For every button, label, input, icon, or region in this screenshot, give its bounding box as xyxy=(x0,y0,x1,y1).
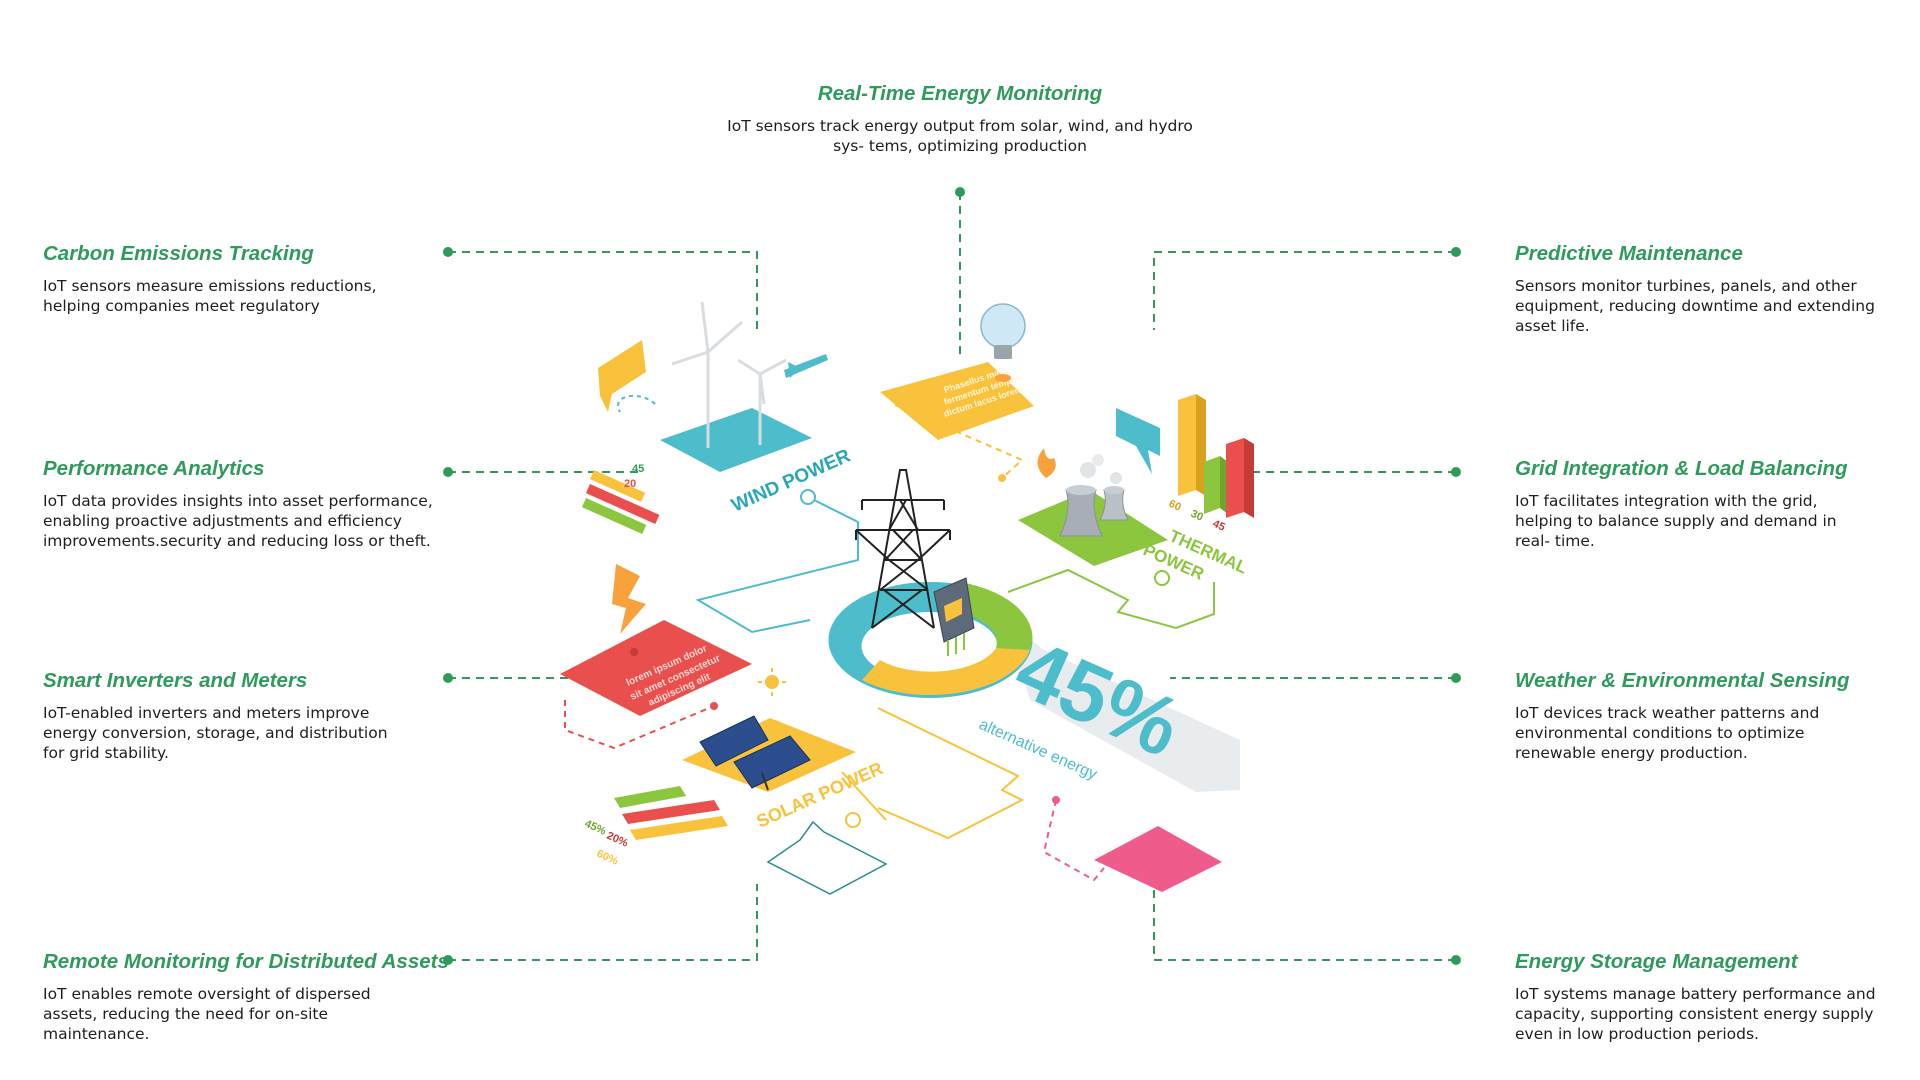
wind-bar xyxy=(585,484,660,525)
callout-title: Remote Monitoring for Distributed Assets xyxy=(43,950,449,973)
callout-description: IoT systems manage battery performance a… xyxy=(1515,985,1876,1043)
connector-remote xyxy=(448,884,758,961)
thermal-power-section: THERMAL POWER 60 30 45 xyxy=(1018,394,1254,584)
callout-title: Carbon Emissions Tracking xyxy=(43,242,314,265)
node-dot xyxy=(1052,796,1060,804)
thermal-bar xyxy=(1226,438,1244,518)
solar-bar-value: 20% xyxy=(605,830,630,850)
thermal-bar-value: 45 xyxy=(1211,518,1227,534)
thermal-bar-value: 30 xyxy=(1189,508,1205,524)
node-dot xyxy=(1154,570,1170,586)
electric-meter-icon xyxy=(933,577,975,656)
callout-title: Grid Integration & Load Balancing xyxy=(1515,457,1848,480)
solar-bar-value: 45% xyxy=(583,818,608,838)
callout-title: Smart Inverters and Meters xyxy=(43,669,308,692)
thermal-bar-chart: 60 30 45 xyxy=(1167,394,1254,534)
illustration-thin-lines xyxy=(695,496,1215,895)
callout-remote-monitoring: Remote Monitoring for Distributed Assets… xyxy=(43,950,449,1044)
connector-dot xyxy=(1451,247,1461,257)
cooling-tower-icon xyxy=(1059,454,1129,537)
info-panel-pink xyxy=(1094,826,1222,892)
sun-icon xyxy=(758,668,786,696)
callout-predictive-maintenance: Predictive Maintenance Sensors monitor t… xyxy=(1515,242,1895,336)
node-dot xyxy=(845,812,861,828)
connector-storage xyxy=(1153,884,1456,961)
connector-carbon xyxy=(448,251,758,330)
wind-bar xyxy=(589,469,646,502)
node-dot xyxy=(800,489,816,505)
center-donut-section: 45% alternative energy xyxy=(828,577,1240,792)
lightning-icon xyxy=(612,564,646,634)
connector-dot xyxy=(443,673,453,683)
connector-dot xyxy=(1451,673,1461,683)
callout-description: IoT sensors measure emissions reductions… xyxy=(43,277,377,315)
thermal-bar xyxy=(1196,394,1206,496)
callout-realtime-monitoring: Real-Time Energy Monitoring IoT sensors … xyxy=(710,82,1210,156)
callout-energy-storage: Energy Storage Management IoT systems ma… xyxy=(1515,950,1895,1044)
wind-bar xyxy=(581,498,647,534)
donut-base-shadow xyxy=(1006,620,1240,792)
donut-arc-yellow xyxy=(862,648,1030,696)
callout-grid-integration: Grid Integration & Load Balancing IoT fa… xyxy=(1515,457,1855,551)
solar-bar xyxy=(614,786,686,808)
speech-bubble-icon xyxy=(598,340,646,412)
power-tower-icon xyxy=(855,469,951,629)
node-dot xyxy=(998,474,1006,482)
solar-panel-icon xyxy=(699,715,811,791)
lightbulb-icon xyxy=(980,303,1026,382)
connector-dot xyxy=(1451,955,1461,965)
callout-weather-sensing: Weather & Environmental Sensing IoT devi… xyxy=(1515,669,1855,763)
callout-performance-analytics: Performance Analytics IoT data provides … xyxy=(43,457,443,551)
info-panel-yellow: Phasellus malis fermentum tempor dictum … xyxy=(880,303,1034,440)
callout-carbon-emissions: Carbon Emissions Tracking IoT sensors me… xyxy=(43,242,423,316)
callout-description: IoT devices track weather patterns and e… xyxy=(1515,704,1820,762)
wind-bar-value: 45 xyxy=(632,463,644,475)
connector-predictive xyxy=(1153,251,1456,330)
connector-dot xyxy=(1451,467,1461,477)
connector-dot xyxy=(443,247,453,257)
callout-title: Energy Storage Management xyxy=(1515,950,1798,973)
donut-arc-green xyxy=(958,582,1033,650)
solar-bar-value: 60% xyxy=(595,848,620,868)
connector-lines xyxy=(448,192,1456,961)
connector-dot xyxy=(955,187,965,197)
connector-dot xyxy=(443,955,453,965)
callout-description: Sensors monitor turbines, panels, and ot… xyxy=(1515,277,1875,335)
callout-description: IoT facilitates integration with the gri… xyxy=(1515,492,1837,550)
solar-bar xyxy=(630,816,728,840)
callout-title: Predictive Maintenance xyxy=(1515,242,1743,265)
callout-title: Performance Analytics xyxy=(43,457,265,480)
callout-smart-inverters: Smart Inverters and Meters IoT-enabled i… xyxy=(43,669,413,763)
thermal-bar-value: 60 xyxy=(1167,498,1183,514)
callout-description: IoT enables remote oversight of disperse… xyxy=(43,985,371,1043)
callout-description: IoT-enabled inverters and meters improve… xyxy=(43,704,388,762)
solar-bar xyxy=(622,800,720,824)
speech-bubble-icon xyxy=(1116,408,1160,474)
thermal-bar xyxy=(1244,438,1254,518)
thermal-bar xyxy=(1204,456,1220,514)
wind-bar-chart: 45 20 xyxy=(581,463,660,534)
thermal-bar xyxy=(1178,394,1196,496)
connector-dots xyxy=(443,187,1461,965)
node-dot xyxy=(710,702,718,710)
connector-dot xyxy=(443,467,453,477)
flame-icon xyxy=(1037,448,1056,478)
dashed-loop xyxy=(617,394,656,413)
wind-turbine-icon xyxy=(671,301,787,448)
solar-bar-chart: 45% 20% 60% xyxy=(583,786,728,868)
callout-title: Real-Time Energy Monitoring xyxy=(817,82,1103,105)
callout-description: IoT data provides insights into asset pe… xyxy=(43,492,433,550)
callout-description: IoT sensors track energy output from sol… xyxy=(727,117,1193,155)
arrow-icon xyxy=(784,354,828,378)
info-panel-red: lorem ipsum dolor sit amet consectetur a… xyxy=(560,564,752,716)
callout-title: Weather & Environmental Sensing xyxy=(1515,669,1850,692)
wind-bar-value: 20 xyxy=(624,478,636,490)
